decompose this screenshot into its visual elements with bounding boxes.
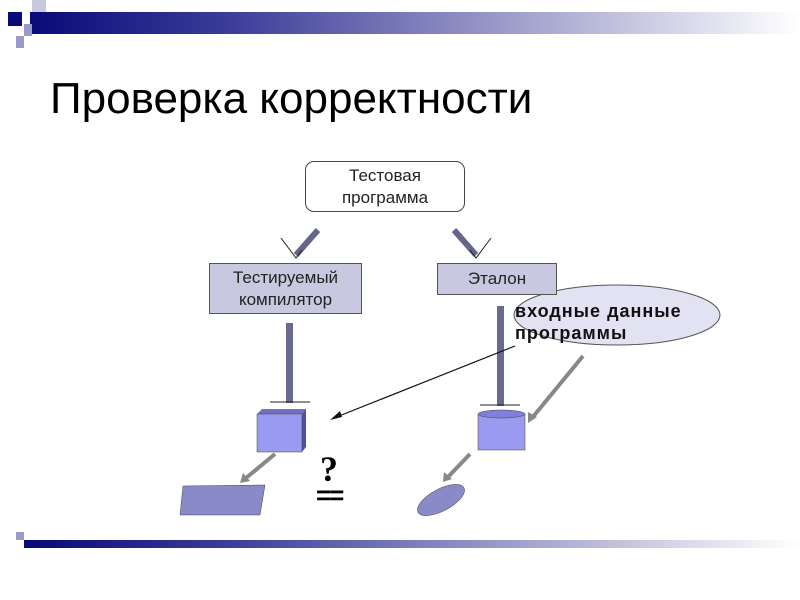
arrow-to-compiler xyxy=(293,228,321,257)
footer-gradient-bar xyxy=(30,540,800,548)
decor-square xyxy=(32,0,46,12)
slide-title: Проверка корректности xyxy=(50,74,533,123)
reference-cylinder xyxy=(477,413,526,451)
test-program-box: Тестовая программа xyxy=(305,161,465,212)
compiler-output-bar xyxy=(286,323,293,403)
header-gradient-bar xyxy=(30,12,800,34)
decor-square xyxy=(8,12,22,26)
reference-box: Эталон xyxy=(437,263,557,295)
arrow-to-reference xyxy=(451,228,479,257)
decor-square xyxy=(16,532,24,540)
compiler-result-arrow xyxy=(244,452,277,480)
equals-sign: == xyxy=(316,480,344,510)
reference-result-arrow xyxy=(446,452,472,479)
decor-square xyxy=(24,540,32,548)
input-arrow-to-reference xyxy=(530,354,585,420)
compiler-result-shape xyxy=(179,484,266,516)
input-arrow-to-compiler xyxy=(333,345,516,419)
compiler-cube xyxy=(256,413,303,453)
reference-output-bar xyxy=(497,306,504,406)
reference-result-shape xyxy=(417,484,465,516)
question-mark: ? xyxy=(320,449,338,489)
decor-square xyxy=(24,24,32,36)
arrowhead xyxy=(280,237,303,259)
input-data-label: входные данные программы xyxy=(515,301,682,343)
arrowhead xyxy=(469,237,492,259)
input-data-ellipse xyxy=(513,284,721,346)
tested-compiler-box: Тестируемый компилятор xyxy=(209,263,362,314)
decor-square xyxy=(16,36,24,48)
